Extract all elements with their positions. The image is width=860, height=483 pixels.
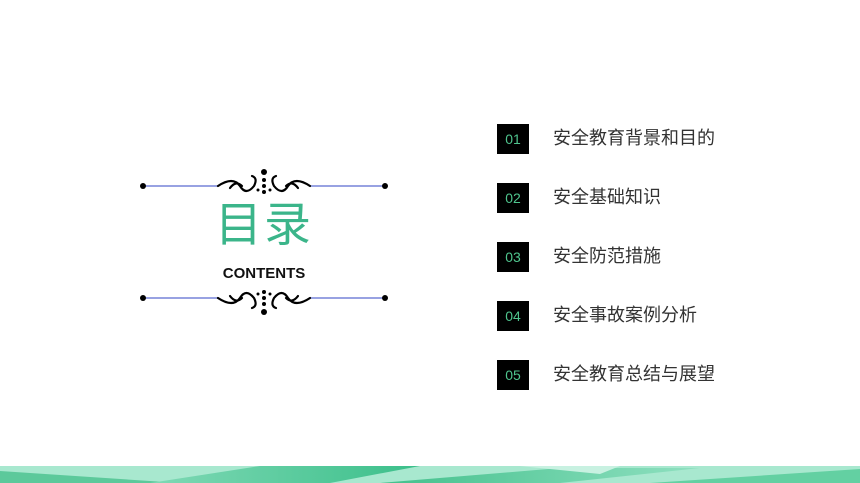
toc-item-2[interactable]: 02 安全基础知识 [497, 183, 797, 213]
toc-item-label: 安全事故案例分析 [553, 305, 697, 326]
toc-item-label: 安全防范措施 [553, 246, 661, 267]
toc-item-number: 03 [497, 242, 529, 272]
toc-title: 目录 [215, 198, 313, 253]
toc-item-3[interactable]: 03 安全防范措施 [497, 242, 797, 272]
toc-item-4[interactable]: 04 安全事故案例分析 [497, 301, 797, 331]
footer-decorative-band [0, 466, 860, 483]
toc-item-label: 安全教育背景和目的 [553, 128, 715, 149]
toc-item-label: 安全教育总结与展望 [553, 364, 715, 385]
toc-item-1[interactable]: 01 安全教育背景和目的 [497, 124, 797, 154]
toc-item-number: 05 [497, 360, 529, 390]
ornament-divider-bottom [140, 290, 388, 315]
toc-item-number: 04 [497, 301, 529, 331]
toc-item-number: 02 [497, 183, 529, 213]
ornament-divider-top [140, 169, 388, 194]
toc-item-label: 安全基础知识 [553, 187, 661, 208]
toc-heading-block: 目录 CONTENTS [138, 160, 390, 320]
toc-item-number: 01 [497, 124, 529, 154]
toc-subtitle: CONTENTS [222, 265, 306, 282]
toc-item-5[interactable]: 05 安全教育总结与展望 [497, 360, 797, 390]
